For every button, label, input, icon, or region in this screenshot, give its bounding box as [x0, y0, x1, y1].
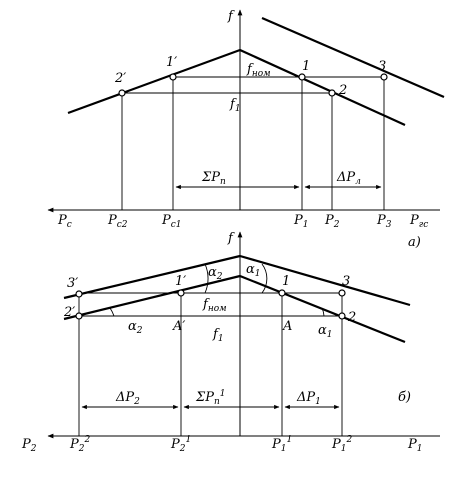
- tick-p2-1: P21: [170, 435, 191, 454]
- tick-p2: P2: [324, 213, 340, 230]
- alpha2-arc-lower: [109, 307, 115, 317]
- point-3-prime-b: [75, 290, 83, 298]
- alpha2-label-lower: α2: [128, 319, 143, 336]
- tick-pc1: Pс1: [161, 213, 182, 230]
- point-1-b: [278, 289, 286, 297]
- alpha2-label-upper: α2: [208, 265, 223, 282]
- point-a-prime-label-b: A′: [172, 319, 185, 334]
- sum-p-label-a: ΣPп: [201, 170, 226, 187]
- point-1-prime-b: [177, 289, 185, 297]
- point-3-prime-label-b: 3′: [67, 276, 78, 291]
- delta-p-label-a: ΔPл: [336, 170, 361, 187]
- tick-p2-2: P22: [69, 435, 90, 454]
- point-2-prime-a: [118, 89, 126, 97]
- delta-p1-label: ΔP1: [296, 390, 321, 407]
- point-a-label-b: A: [282, 319, 292, 334]
- f1-label-a: f1: [229, 97, 241, 114]
- point-2-label-a: 2: [338, 83, 347, 98]
- point-3-label-b: 3: [342, 274, 350, 289]
- f1-label-b: f1: [212, 327, 224, 344]
- point-1-prime-label-a: 1′: [166, 55, 177, 70]
- point-2-prime-b: [75, 312, 83, 320]
- labels-a: f fном f1 2′ 1′ 1 2 3 ΣPп ΔPл Pс Pс2 Pс1…: [57, 9, 428, 250]
- alpha2-arc-upper: [204, 263, 209, 294]
- point-2-prime-label-b: 2′: [63, 305, 75, 320]
- caption-a: а): [408, 235, 421, 250]
- point-1-prime-a: [169, 73, 177, 81]
- point-2-b: [338, 312, 346, 320]
- point-2-prime-label-a: 2′: [114, 71, 126, 86]
- tick-p1: P1: [293, 213, 308, 230]
- point-1-label-b: 1: [282, 274, 290, 289]
- upper-right-characteristic-b: [239, 254, 411, 307]
- f-nom-label-b: fном: [202, 297, 227, 314]
- point-3-label-a: 3: [378, 59, 386, 74]
- left-characteristic-a: [67, 48, 241, 115]
- right-characteristic-upper-a: [261, 16, 445, 99]
- sum-p1-label: ΣPп1: [195, 389, 225, 407]
- right-characteristic-lower-a: [239, 48, 406, 127]
- diagram-a: [47, 9, 445, 213]
- tick-p1-1: P11: [271, 435, 292, 454]
- point-2-label-b: 2: [347, 310, 356, 325]
- delta-p2-label: ΔP2: [115, 390, 140, 407]
- lower-left-characteristic-b: [63, 274, 241, 321]
- point-1-prime-label-b: 1′: [175, 274, 186, 289]
- diagram-b: [47, 231, 440, 439]
- labels-b: f α2 α1 fном f1 α2 α1 3′ 2′ 1′ A′ A 1 3 …: [21, 231, 422, 454]
- tick-pc2: Pс2: [107, 213, 128, 230]
- upper-left-characteristic-b: [63, 254, 241, 300]
- point-2-a: [328, 89, 336, 97]
- alpha1-arc-lower: [321, 307, 325, 317]
- tick-p3: P3: [376, 213, 392, 230]
- point-1-a: [298, 73, 306, 81]
- right-axis-label-a: Pгс: [409, 213, 428, 230]
- alpha1-label-lower: α1: [318, 323, 333, 340]
- right-axis-label-b: P1: [407, 437, 422, 454]
- alpha1-label-upper: α1: [246, 262, 261, 279]
- left-axis-label-b: P2: [21, 437, 37, 454]
- f-axis-label-a: f: [227, 9, 235, 24]
- caption-b: б): [398, 390, 411, 405]
- alpha1-arc-upper: [261, 263, 268, 294]
- left-axis-label-a: Pс: [57, 213, 72, 230]
- point-1-label-a: 1: [302, 59, 310, 74]
- f-nom-label-a: fном: [246, 62, 271, 79]
- point-3-b: [338, 289, 346, 297]
- tick-p1-2: P12: [331, 435, 352, 454]
- point-3-a: [380, 73, 388, 81]
- f-axis-label-b: f: [227, 231, 235, 246]
